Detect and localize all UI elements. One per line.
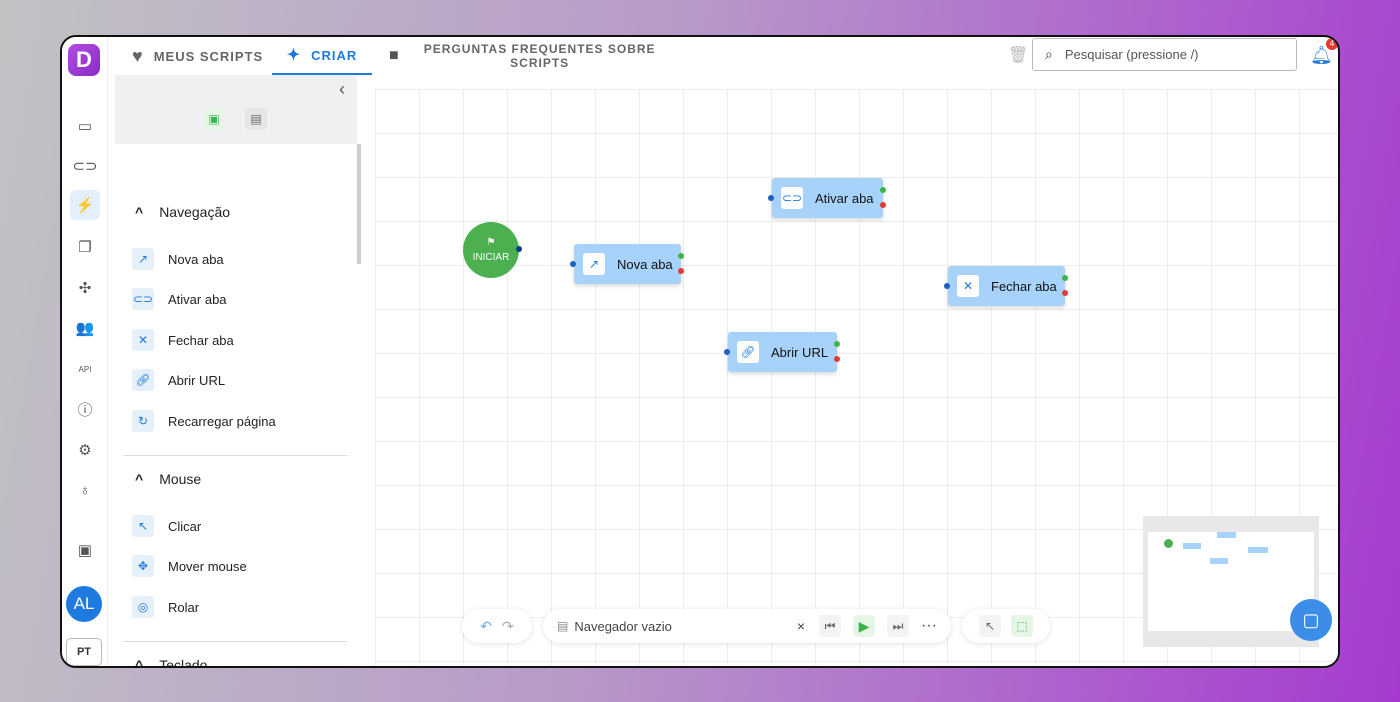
chevron-up-icon: ^ — [135, 204, 144, 220]
gear-icon[interactable]: ⚙ — [78, 442, 92, 459]
tab-meus-scripts[interactable]: ♥MEUS SCRIPTS — [132, 45, 264, 66]
avatar[interactable]: AL — [66, 586, 102, 622]
block-rolar[interactable]: ◎Rolar — [132, 596, 199, 618]
book-icon: ■ — [389, 47, 400, 64]
scripts-icon[interactable]: ⚡ — [70, 190, 100, 220]
browser-select[interactable]: Navegador vazio — [574, 618, 672, 634]
success-port[interactable] — [678, 253, 684, 259]
chevron-up-icon: ^ — [135, 471, 144, 487]
chevron-up-icon: ^ — [135, 657, 144, 668]
panel-toolbar: ‹ ▣ ▤ — [115, 75, 357, 144]
error-port[interactable] — [1062, 290, 1068, 296]
link-icon: ⊂⊃ — [132, 288, 154, 310]
section-teclado[interactable]: ^Teclado — [135, 657, 207, 668]
template-icon[interactable]: ▤ — [245, 108, 267, 130]
minimap[interactable] — [1143, 516, 1319, 647]
input-port[interactable] — [944, 283, 950, 289]
save-icon[interactable]: ▣ — [203, 108, 225, 130]
language-button[interactable]: PT — [66, 638, 102, 666]
select-area-tool[interactable]: ⬚ — [1011, 615, 1033, 637]
bell-icon[interactable]: 🔔︎ — [1310, 45, 1333, 65]
node-fechar-aba[interactable]: ✕Fechar aba — [944, 266, 1068, 306]
redo-icon[interactable]: ↷ — [502, 617, 514, 634]
section-mouse[interactable]: ^Mouse — [135, 471, 202, 487]
error-port[interactable] — [678, 268, 684, 274]
history-controls: ↶↷ — [462, 609, 532, 643]
sparkle-icon: ✦ — [286, 47, 302, 64]
collapse-icon[interactable]: ‹ — [339, 79, 345, 99]
wallet-icon[interactable]: ▣ — [77, 542, 93, 559]
copy-icon[interactable]: ❐ — [78, 239, 92, 256]
step-forward-button[interactable]: ⏭ — [887, 615, 910, 637]
block-ativar-aba[interactable]: ⊂⊃Ativar aba — [132, 288, 227, 310]
flag-icon: ⚑ — [486, 237, 496, 248]
close-icon[interactable]: × — [796, 618, 806, 634]
section-navegacao[interactable]: ^Navegação — [135, 204, 231, 220]
external-link-icon: ↗ — [132, 248, 154, 270]
block-fechar-aba[interactable]: ✕Fechar aba — [132, 329, 234, 351]
close-icon: ✕ — [132, 329, 154, 351]
link-icon[interactable]: ⊂⊃ — [72, 158, 98, 175]
external-link-icon: ↗ — [583, 253, 605, 275]
node-abrir-url[interactable]: 🔗︎Abrir URL — [724, 332, 840, 372]
selection-tools: ↖ ⬚ — [962, 609, 1050, 643]
search-icon: ⌕ — [1045, 46, 1053, 62]
chain-link-icon: 🔗︎ — [132, 369, 154, 391]
success-port[interactable] — [880, 187, 886, 193]
lightbulb-icon[interactable]: ♁ — [79, 481, 91, 499]
browser-icon[interactable]: ▭ — [77, 118, 93, 135]
node-nova-aba[interactable]: ↗Nova aba — [570, 244, 684, 284]
play-button[interactable]: ▶ — [853, 615, 876, 637]
search-input[interactable]: ⌕ Pesquisar (pressione /) — [1032, 38, 1297, 71]
divider — [123, 455, 347, 456]
app-logo: D — [68, 44, 100, 76]
blocks-panel: ‹ ▣ ▤ ^Navegação ↗Nova aba ⊂⊃Ativar aba … — [115, 75, 361, 668]
scroll-icon: ◎ — [132, 596, 154, 618]
block-clicar[interactable]: ↖Clicar — [132, 515, 201, 537]
tab-faq[interactable]: ■PERGUNTAS FREQUENTES SOBRE SCRIPTS — [389, 42, 656, 70]
more-button[interactable]: ··· — [921, 617, 937, 634]
cursor-click-icon: ↖ — [132, 515, 154, 537]
app-window: D ▭ ⊂⊃ ⚡ ❐ ✣ 👥 API ⓘ ⚙ ♁ ▣ AL PT ♥MEUS S… — [60, 35, 1340, 668]
block-abrir-url[interactable]: 🔗︎Abrir URL — [132, 369, 225, 391]
help-icon[interactable]: ⓘ — [77, 401, 93, 419]
input-port[interactable] — [768, 195, 774, 201]
error-port[interactable] — [834, 356, 840, 362]
icon-rail: D ▭ ⊂⊃ ⚡ ❐ ✣ 👥 API ⓘ ⚙ ♁ ▣ AL PT — [62, 37, 108, 666]
output-port[interactable] — [516, 246, 522, 252]
error-port[interactable] — [880, 202, 886, 208]
start-node[interactable]: ⚑INICIAR — [463, 222, 519, 278]
block-recarregar[interactable]: ↻Recarregar página — [132, 410, 276, 432]
puzzle-icon[interactable]: ✣ — [78, 280, 92, 297]
users-icon[interactable]: 👥 — [75, 320, 95, 337]
divider — [123, 641, 347, 642]
heart-icon: ♥ — [132, 45, 144, 66]
move-icon: ✥ — [132, 555, 154, 577]
chat-support-button[interactable]: ▢ — [1290, 599, 1332, 641]
node-ativar-aba[interactable]: ⊂⊃Ativar aba — [768, 178, 886, 218]
input-port[interactable] — [724, 349, 730, 355]
success-port[interactable] — [834, 341, 840, 347]
flow-canvas[interactable]: ⚑INICIAR ↗Nova aba ⊂⊃Ativar aba ✕Fechar … — [375, 89, 1338, 666]
api-icon[interactable]: API — [78, 364, 92, 374]
run-toolbar: ▤ Navegador vazio × ⏮ ▶ ⏭ ··· — [543, 609, 951, 643]
tab-criar[interactable]: ✦CRIAR — [272, 37, 372, 75]
block-nova-aba[interactable]: ↗Nova aba — [132, 248, 224, 270]
pointer-tool[interactable]: ↖ — [979, 615, 1001, 637]
trash-icon[interactable]: 🗑 — [1008, 47, 1029, 64]
step-back-button[interactable]: ⏮ — [819, 615, 842, 637]
close-icon: ✕ — [957, 275, 979, 297]
success-port[interactable] — [1062, 275, 1068, 281]
input-port[interactable] — [570, 261, 576, 267]
notification-badge: 4 — [1326, 38, 1338, 50]
reload-icon: ↻ — [132, 410, 154, 432]
link-icon: ⊂⊃ — [781, 187, 803, 209]
chain-link-icon: 🔗︎ — [737, 341, 759, 363]
scrollbar[interactable] — [357, 144, 361, 264]
browser-profile-icon: ▤ — [557, 619, 569, 633]
block-mover-mouse[interactable]: ✥Mover mouse — [132, 555, 247, 577]
undo-icon[interactable]: ↶ — [480, 617, 492, 634]
